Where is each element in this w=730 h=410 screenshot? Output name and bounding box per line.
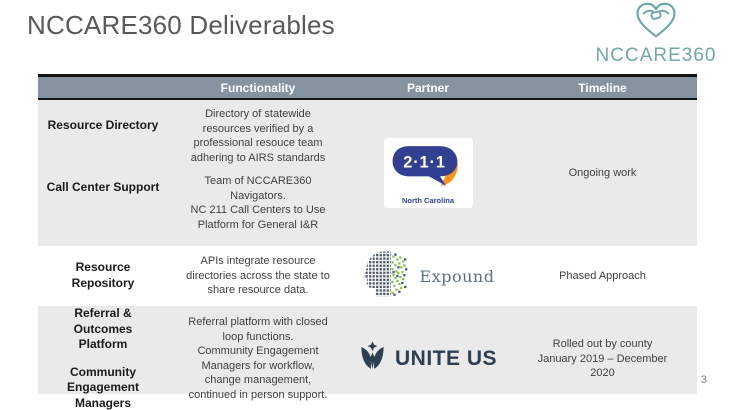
partner-cell: Expound [348,246,508,306]
timeline-cell: Rolled out by county January 2019 – Dece… [508,306,697,410]
unite-us-logo-text: UNITE US [394,346,497,370]
deliverables-table: Functionality Partner Timeline Resource … [38,74,697,410]
nccare360-logo: NCCARE360 [590,2,722,67]
nc211-logo: 2·1·1 North Carolina [383,138,473,208]
header-functionality: Functionality [220,80,296,95]
brand-wordmark: NCCARE360 [595,45,717,66]
functionality-text: Referral platform with closed loop funct… [188,316,328,401]
row-label: Referral & Outcomes Platform [73,306,133,352]
row-labels: Resource Directory Call Center Support [38,100,168,246]
functionality-cell: Referral platform with closed loop funct… [168,306,348,410]
unite-us-ribbon-star-icon [359,341,386,377]
expound-mosaic-head-icon [362,250,408,303]
timeline-text: Phased Approach [559,269,646,282]
timeline-text: Ongoing work [568,166,637,179]
header-timeline: Timeline [578,80,627,95]
row-label: Community Engagement Managers [66,364,139,410]
functionality-text: Directory of statewide resources verifie… [190,108,326,164]
table-row: Referral & Outcomes Platform Community E… [38,306,697,410]
partner-cell: 2·1·1 North Carolina [348,100,508,246]
row-label: Resource Directory [47,118,159,132]
unite-us-logo: UNITE US [359,341,497,377]
header-partner: Partner [406,80,450,95]
expound-logo-text: Expound [419,266,495,286]
row-labels: Resource Repository [38,246,168,306]
functionality-cell: Directory of statewide resources verifie… [168,100,348,246]
row-label: Resource Repository [71,260,135,290]
table-row: Resource Repository APIs integrate resou… [38,246,697,306]
row-labels: Referral & Outcomes Platform Community E… [38,306,168,410]
nc211-logo-subtext: North Carolina [401,195,455,205]
functionality-text: Team of NCCARE360 Navigators. NC 211 Cal… [190,175,326,231]
timeline-cell: Phased Approach [508,246,697,306]
expound-logo: Expound [362,250,495,303]
nc211-speech-bubble-icon: 2·1·1 [390,142,466,195]
heart-handshake-icon [629,2,683,44]
table-row: Resource Directory Call Center Support D… [38,100,697,246]
slide-page-number: 3 [700,374,707,386]
page-title: NCCARE360 Deliverables [27,10,335,40]
table-header-row: Functionality Partner Timeline [38,77,697,100]
functionality-text: APIs integrate resource directories acro… [186,255,330,297]
functionality-cell: APIs integrate resource directories acro… [168,246,348,306]
row-label: Call Center Support [46,179,160,194]
nc211-logo-text: 2·1·1 [403,153,446,171]
partner-cell: UNITE US [348,306,508,410]
timeline-text: Rolled out by county January 2019 – Dece… [537,338,668,380]
timeline-cell: Ongoing work [508,100,697,246]
